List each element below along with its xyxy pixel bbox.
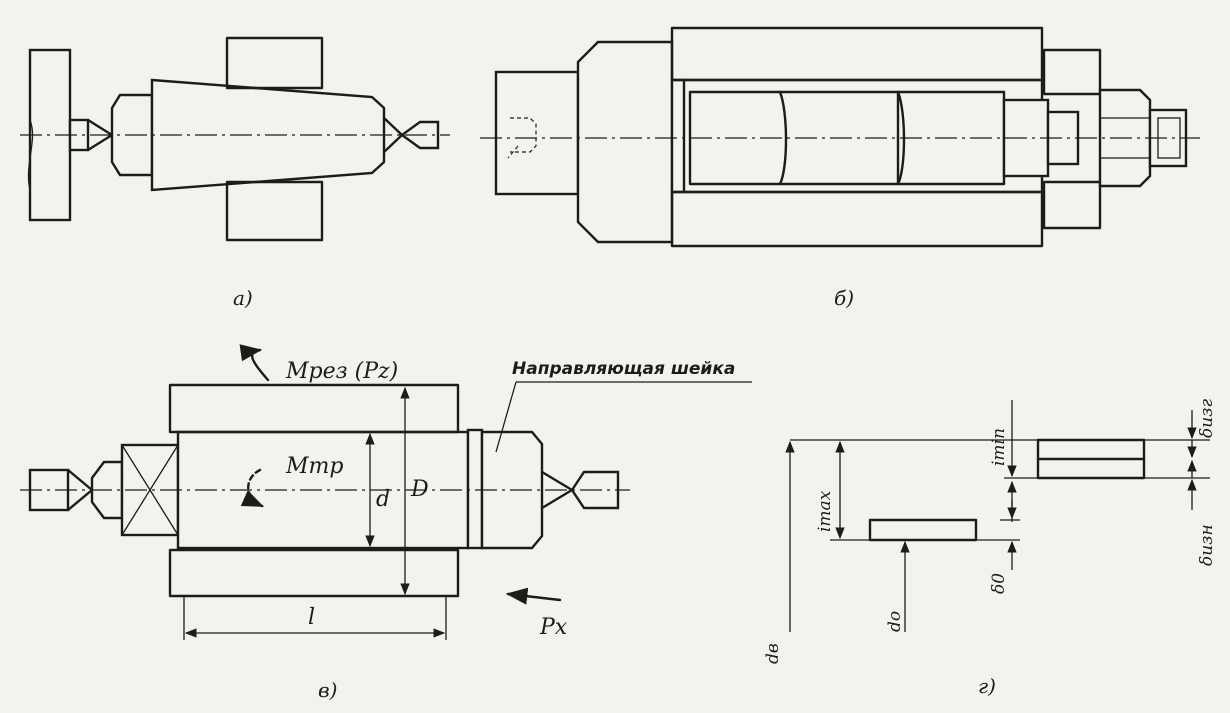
label-m-tr: Mтр (285, 454, 343, 479)
workpiece-b-top-section (670, 26, 1044, 82)
nut-top-section (1042, 48, 1102, 96)
figure-a-tapered-mandrel: а) (20, 36, 450, 310)
label-d-o: dо (885, 611, 905, 632)
workpiece-top-section (225, 36, 324, 90)
label-m-rez: Mрез (Pz) (285, 359, 398, 384)
workpiece-v-top-section (168, 383, 460, 434)
label-l: l (308, 605, 315, 630)
label-p-x: Px (539, 615, 568, 640)
caption-v: в) (318, 678, 337, 702)
caption-g: г) (978, 674, 996, 698)
mandrel-shank (494, 70, 580, 196)
label-d-v: dв (763, 643, 783, 664)
label-d: d (376, 487, 390, 512)
label-delta-0: δ0 (989, 573, 1009, 594)
workpiece-v-bottom-section (168, 548, 460, 598)
label-guide-neck: Направляющая шейка (512, 359, 735, 379)
nut-bottom-section (1042, 180, 1102, 230)
figure-v-cylindrical-mandrel: d D l Mрез (Pz) Mтр Px Направляющая шейк… (20, 344, 752, 702)
caption-a: а) (233, 286, 253, 310)
figure-b-expanding-mandrel: б) (480, 26, 1200, 310)
label-delta-izg: δизг (1197, 399, 1217, 438)
caption-b: б) (834, 286, 854, 310)
shaft-tolerance-field (868, 518, 978, 542)
mandrel-collar-b (576, 40, 674, 244)
label-i-min: imin (989, 428, 1009, 466)
label-i-max: imax (815, 490, 835, 532)
figure-g-tolerance-scheme: dв imax dо imin δ0 δизг δизн г) (763, 399, 1217, 698)
label-delta-izn: δизн (1197, 524, 1217, 566)
workpiece-b-bottom-section (670, 190, 1044, 248)
workpiece-bottom-section (225, 180, 324, 242)
label-D: D (410, 477, 429, 502)
